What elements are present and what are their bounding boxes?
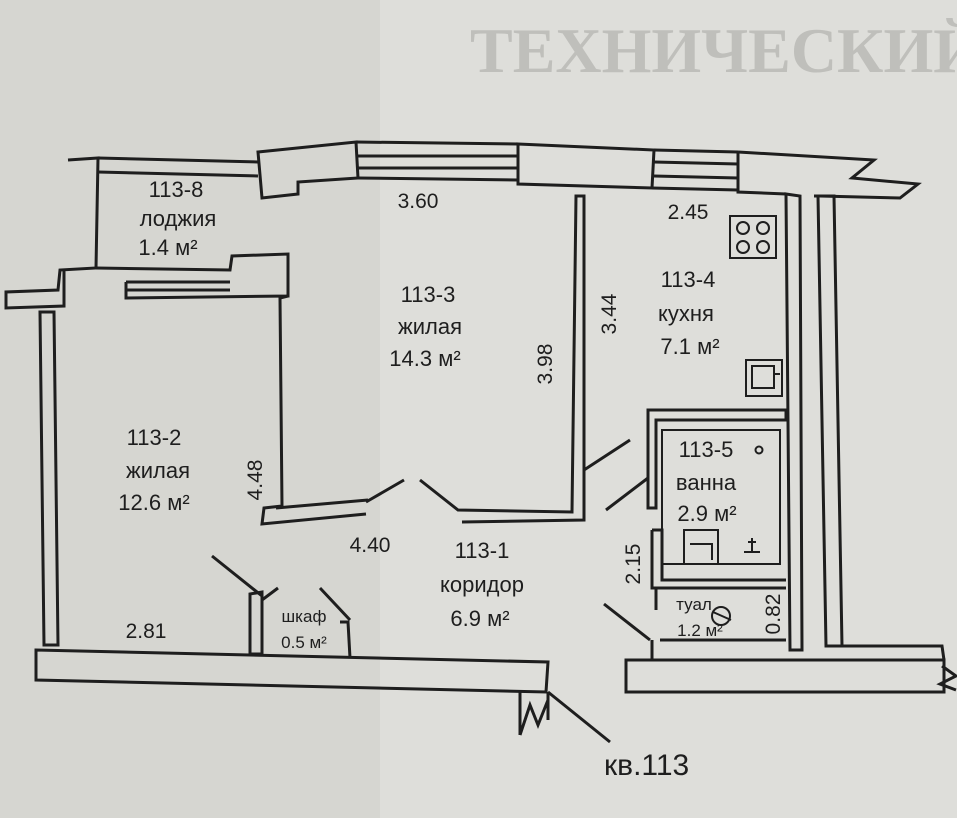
toilet-bowl-icon [711, 606, 731, 626]
room-113-8-id: 113-8 [149, 177, 204, 202]
room-toilet-name: туал [676, 595, 712, 614]
dimension-corridor-length: 4.40 [350, 534, 391, 557]
bathtub-body [661, 429, 781, 565]
room-113-4-area: 7.1 м² [660, 334, 719, 359]
stove-body [729, 215, 777, 259]
stove-burner-icon [736, 221, 750, 235]
entrance-break [518, 692, 550, 736]
dimension-bathroom-length: 2.15 [622, 544, 645, 585]
door-toilet [603, 602, 651, 642]
dimension-toilet-width: 0.82 [762, 594, 785, 635]
kitchen-sink [745, 359, 783, 397]
bath-sink [683, 529, 719, 565]
walls [4, 140, 957, 744]
room-113-2-id: 113-2 [127, 425, 182, 450]
room-113-1-name: коридор [440, 572, 524, 597]
stove-burner-icon [756, 240, 770, 254]
ghost-header-text: ТЕХНИЧЕСКИЙ [470, 15, 957, 86]
wardrobe-doors [261, 586, 352, 622]
room-wardrobe-name: шкаф [282, 607, 327, 626]
dimension-room-113-3-width: 3.60 [398, 190, 439, 213]
wall-right-break [842, 644, 957, 692]
toilet-fixture [711, 606, 732, 626]
room-labels: 113-8 лоджия 1.4 м² 113-3 жилая 14.3 м² … [118, 177, 737, 652]
room-113-2-area: 12.6 м² [118, 490, 189, 515]
room-113-8-name: лоджия [140, 206, 217, 231]
dimension-room-113-2-length: 4.48 [244, 460, 267, 501]
room-113-4-id: 113-4 [661, 267, 716, 292]
dimension-room-113-2-width: 2.81 [126, 620, 167, 643]
toilet-walls [650, 588, 786, 662]
dimension-room-113-3-length: 3.98 [534, 344, 557, 385]
partition-room3-kitchen [419, 194, 586, 524]
room-113-4-name: кухня [658, 301, 714, 326]
wall-bottom-left [34, 648, 550, 694]
dimension-kitchen-width: 2.45 [668, 201, 709, 224]
partition-room2-room3 [260, 294, 367, 526]
room-wardrobe-area: 0.5 м² [281, 633, 327, 652]
toilet-seat-icon [712, 611, 732, 621]
dimension-labels: 3.60 2.45 3.44 3.98 4.48 4.40 2.81 2.15 … [126, 190, 785, 643]
window-kitchen [651, 148, 739, 192]
apartment-number-label: кв.113 [604, 749, 689, 782]
loggia-bottom-wall [95, 252, 290, 300]
door-room-113-3 [275, 478, 405, 510]
kitchen-right-wall [784, 192, 804, 652]
stove [729, 215, 777, 259]
wall-bottom-right [624, 658, 946, 694]
bath-sink-basin [690, 543, 713, 560]
bathtub [661, 429, 781, 565]
loggia-top-rail [97, 156, 259, 178]
room-113-1-area: 6.9 м² [450, 606, 509, 631]
sink-body [745, 359, 783, 397]
dimension-kitchen-length: 3.44 [598, 293, 621, 334]
door-room-113-2 [211, 554, 263, 598]
room-113-8-area: 1.4 м² [138, 235, 197, 260]
room-113-3-area: 14.3 м² [389, 346, 460, 371]
stove-burner-icon [736, 240, 750, 254]
door-kitchen [583, 438, 631, 472]
loggia-left-wall [4, 156, 100, 310]
window-room-113-3 [355, 140, 519, 182]
pier-right [736, 152, 787, 196]
wardrobe-right-wall [340, 620, 352, 659]
room-toilet-area: 1.2 м² [677, 621, 723, 640]
room-113-5-id: 113-5 [679, 437, 734, 462]
room-113-5-name: ванна [676, 470, 737, 495]
door-bathroom [605, 476, 649, 512]
room-113-3-id: 113-3 [401, 282, 456, 307]
stove-burner-icon [756, 221, 770, 235]
wall-left [38, 310, 60, 647]
shower-icon [744, 538, 760, 553]
bathtub-drain-icon [754, 445, 764, 455]
room-113-5-area: 2.9 м² [677, 501, 736, 526]
loggia-window [126, 280, 230, 292]
room-113-1-id: 113-1 [455, 538, 510, 563]
room-113-3-name: жилая [398, 314, 462, 339]
room-113-2-name: жилая [126, 458, 190, 483]
sink-basin [751, 365, 775, 389]
entrance-leader-line [547, 690, 611, 744]
bathroom-top-wall [646, 408, 788, 510]
